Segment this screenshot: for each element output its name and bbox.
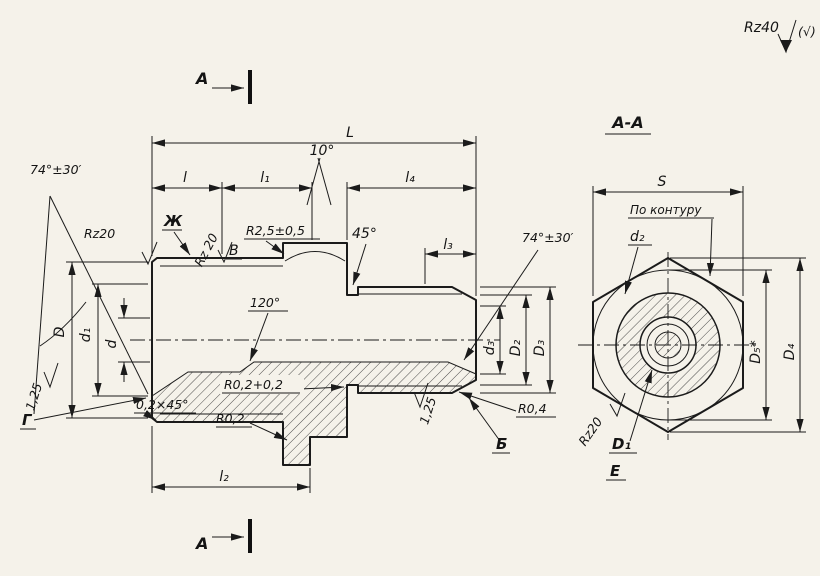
hex-flat-arc: [284, 251, 346, 262]
surface-letter-v: В: [229, 243, 239, 259]
dim-D1-label: D₁: [612, 435, 631, 453]
surface-letter-g: Г: [22, 411, 33, 429]
label-backplate: [220, 375, 304, 394]
roughness-mark-thread-icon: [217, 241, 233, 264]
dim-L-label: L: [346, 125, 354, 141]
dim-D5-label: D₅*: [748, 340, 764, 363]
dim-d-label: d: [104, 339, 120, 348]
dim-l3-label: l₃: [443, 237, 453, 253]
dim-D4-label: D₄: [782, 343, 798, 360]
roughness-125-left-label: 1,25: [22, 381, 45, 412]
roughness-mark-bottom-right-icon: [413, 382, 429, 409]
section-title: А-А: [610, 113, 643, 132]
dim-l1-label: l₁: [260, 170, 270, 186]
section-cut-marks: [212, 70, 252, 553]
surface-letter-b: Б: [496, 435, 507, 453]
dim-D-label: D: [52, 326, 68, 337]
radius-r02-label: R0,2: [216, 411, 245, 426]
roughness-rz20-left-label: Rz20: [84, 226, 115, 241]
angle-120-label: 120°: [250, 295, 280, 310]
note-contour-label: По контуру: [630, 203, 702, 217]
leader-lines-main: [33, 231, 539, 442]
dimension-lines-main: [33, 136, 556, 493]
dim-l-label: l: [183, 170, 187, 186]
roughness-symbols: [43, 241, 429, 409]
chamfer-note-label: 0,2×45°: [136, 397, 189, 412]
dim-D2-label: D₂: [508, 339, 524, 356]
roughness-corner-triangle: [780, 40, 792, 52]
roughness-rz40-label: Rz40: [744, 20, 779, 36]
general-roughness-note: [777, 19, 797, 54]
part-outline: [151, 242, 477, 466]
angle-10-label: 10°: [310, 143, 335, 159]
dim-l2-label: l₂: [219, 469, 229, 485]
section-view: [578, 252, 758, 440]
roughness-bracket-check-label: (√): [798, 24, 816, 39]
roughness-125-right-label: 1,25: [416, 395, 439, 426]
roughness-mark-section-icon: [609, 392, 626, 418]
dim-l4-label: l₄: [405, 170, 415, 186]
dim-D3-label: D₃: [532, 339, 548, 356]
radius-r02-tol-label: R0,2+0,2: [224, 377, 283, 392]
surface-letter-e: Е: [610, 462, 621, 480]
label-underlines: [20, 229, 556, 454]
dim-d2-label: d₂: [630, 229, 645, 245]
angle-74-right-label: 74°±30′: [522, 230, 574, 245]
angle-45-label: 45°: [352, 226, 377, 242]
dim-d3-label: d₃: [482, 340, 498, 355]
roughness-mark-bottom-left-icon: [43, 362, 59, 389]
surface-letter-zh: Ж: [163, 212, 183, 230]
radius-r25-label: R2,5±0,5: [246, 223, 305, 238]
roughness-rz20-thread-label: Rz 20: [191, 231, 221, 269]
dim-d1-label: d₁: [78, 328, 94, 343]
bore-outline: [151, 361, 477, 397]
cut-letter-bottom: А: [194, 534, 208, 553]
angle-74-left-label: 74°±30′: [30, 162, 82, 177]
cut-letter-top: А: [194, 69, 208, 88]
dim-S-label: S: [658, 174, 667, 190]
roughness-mark-left-icon: [141, 241, 158, 266]
dimension-lines-section: [592, 133, 806, 481]
roughness-rz20-section-label: Rz20: [575, 414, 605, 448]
main-view: [130, 242, 500, 466]
radius-r04-label: R0,4: [518, 401, 547, 416]
